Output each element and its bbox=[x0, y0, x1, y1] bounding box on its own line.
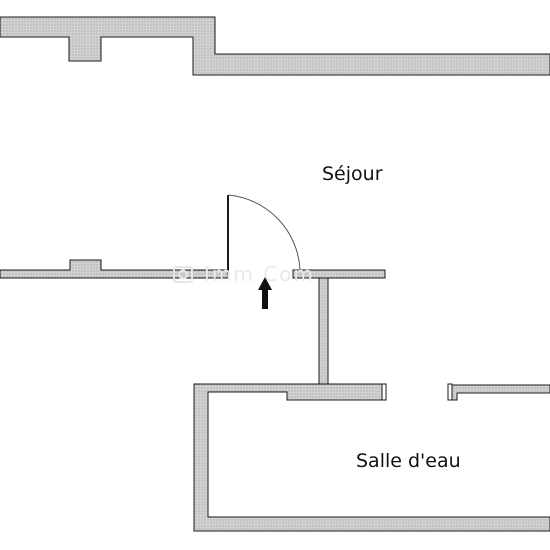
wall-partition bbox=[318, 277, 329, 385]
door-swing-arc bbox=[227, 194, 301, 271]
wall-middle-right bbox=[292, 269, 386, 279]
arrow-up-icon bbox=[258, 277, 272, 309]
door-jamb-left bbox=[381, 383, 387, 401]
watermark: Imm Com bbox=[170, 262, 390, 288]
watermark-text: Imm Com bbox=[204, 262, 315, 286]
room-label-sejour: Séjour bbox=[322, 163, 383, 185]
camera-logo bbox=[173, 266, 193, 283]
wall-middle bbox=[0, 259, 229, 279]
door-jamb-right bbox=[447, 383, 453, 401]
wall-top bbox=[0, 16, 550, 76]
wall-bathroom-right bbox=[450, 384, 550, 401]
room-label-salle-deau: Salle d'eau bbox=[356, 450, 461, 472]
